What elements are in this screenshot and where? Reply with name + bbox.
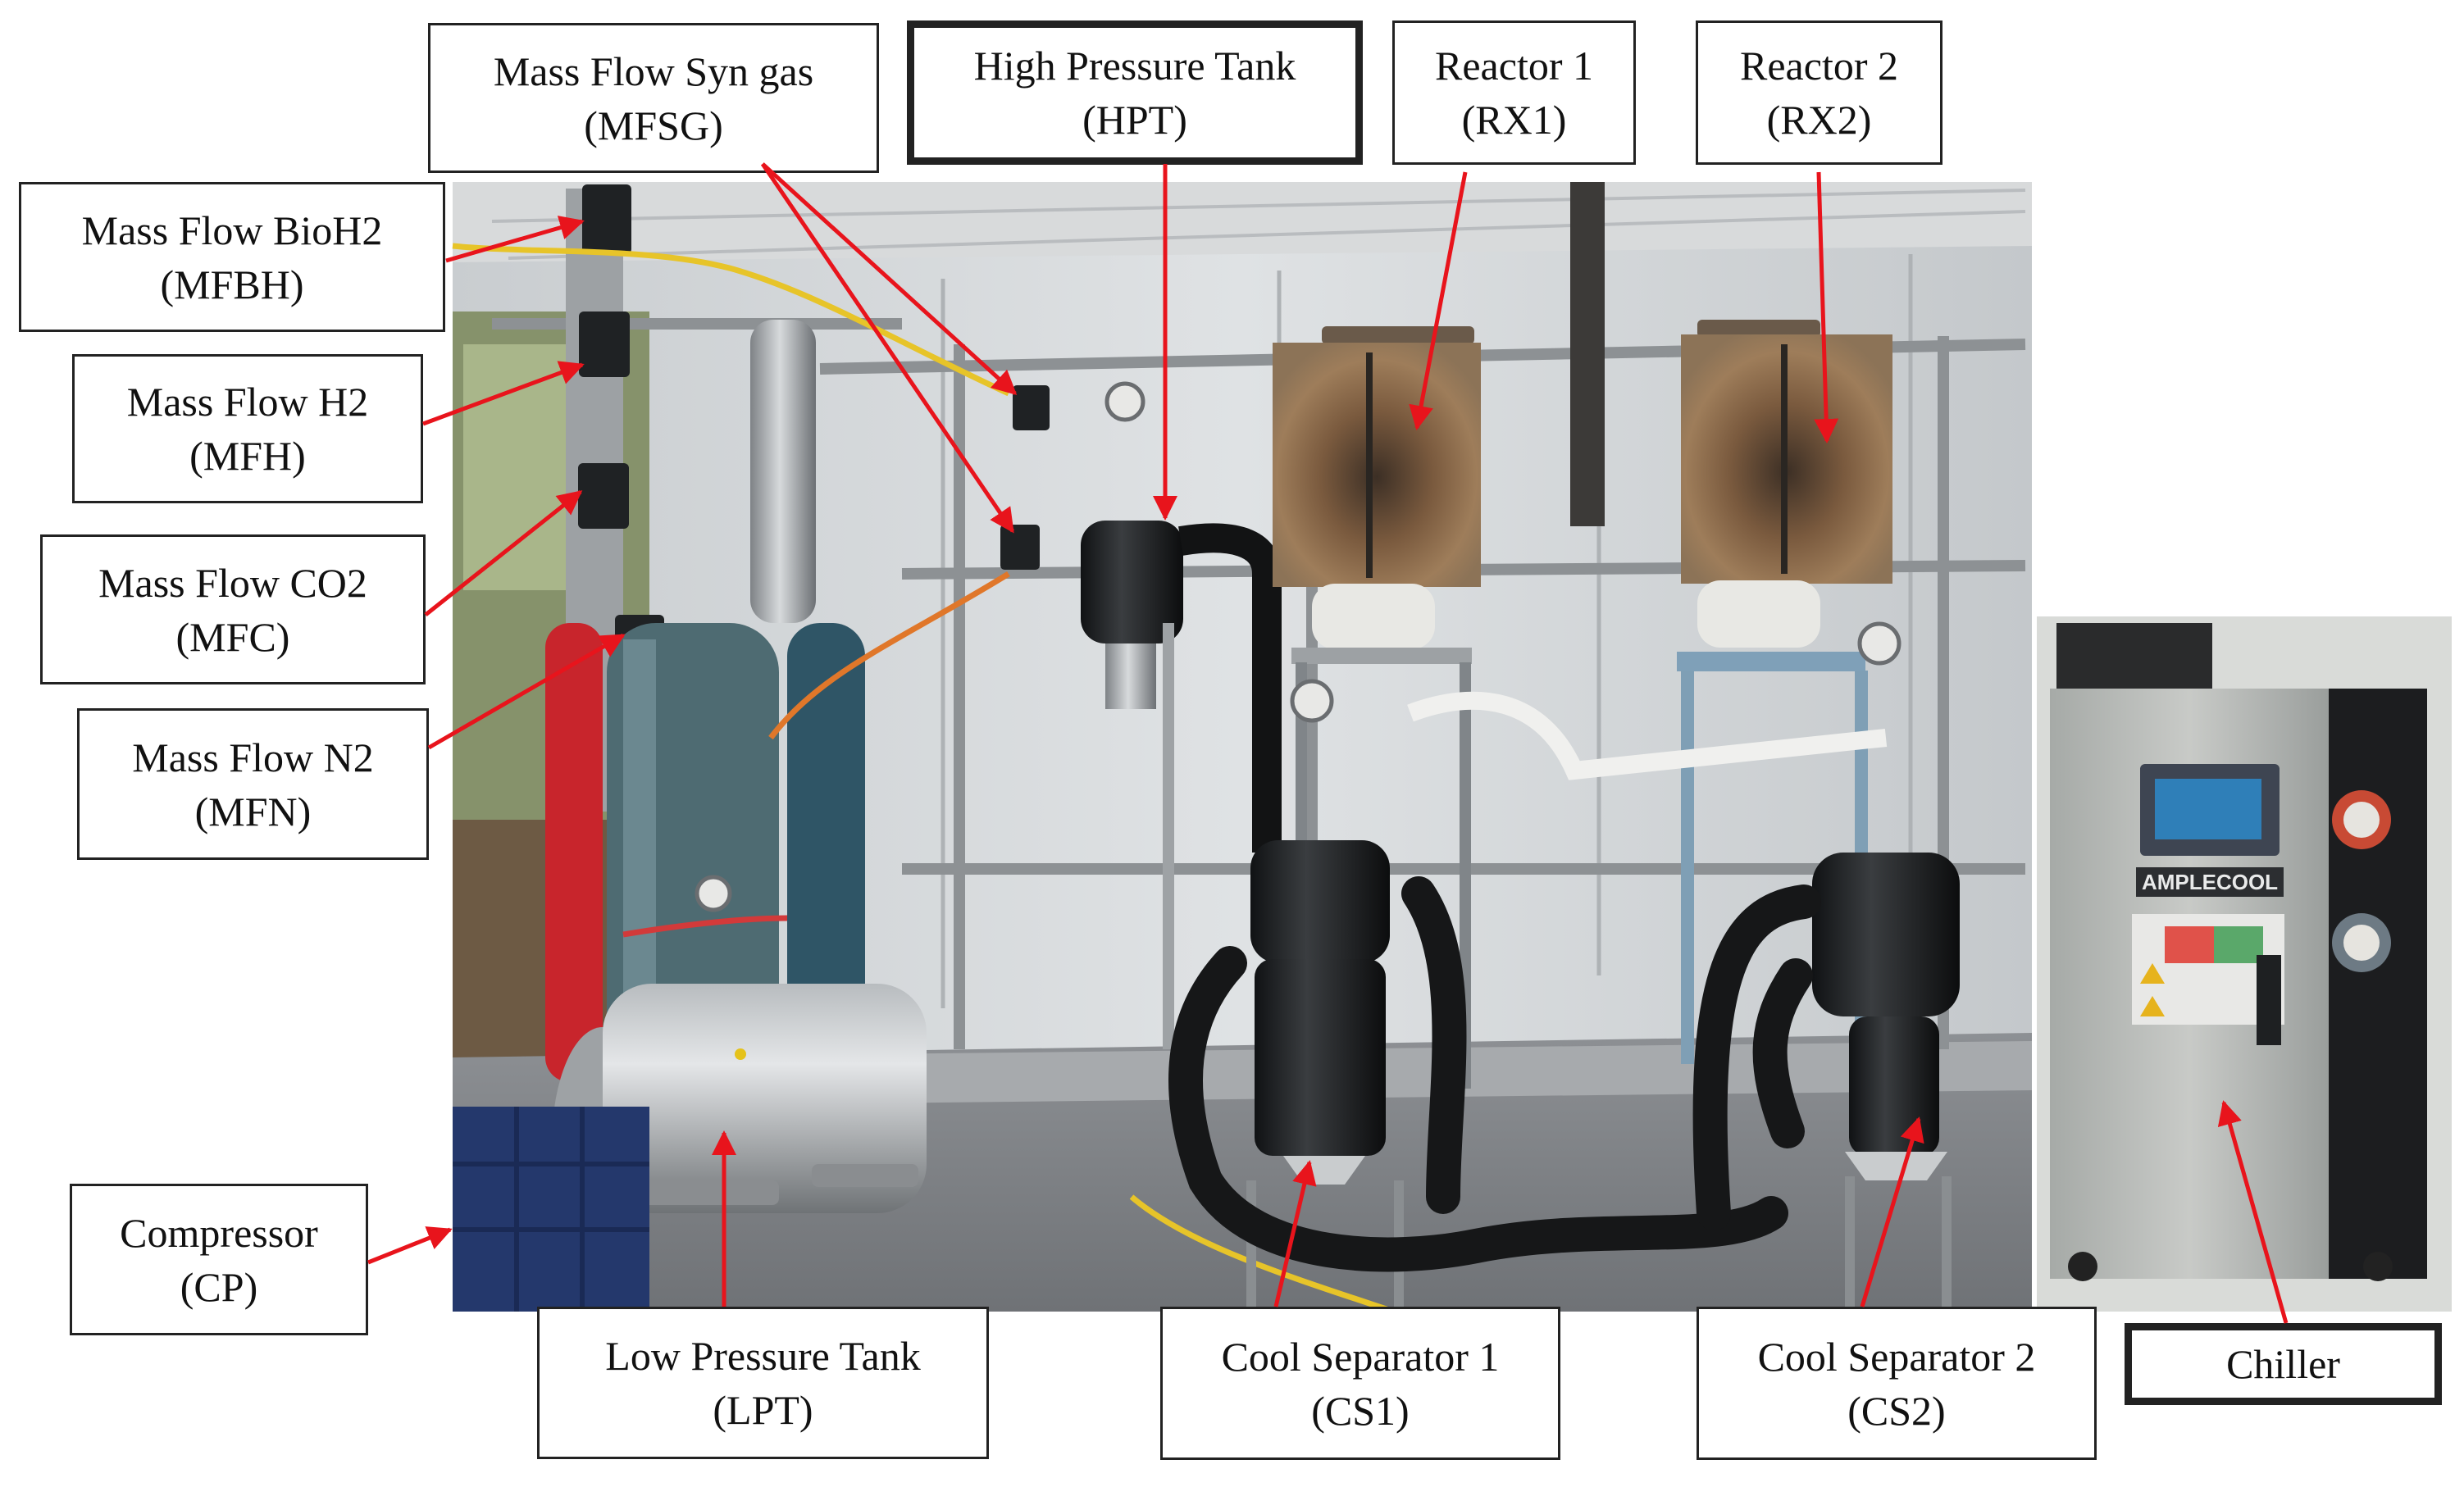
label-rx1-abbr: (RX1)	[1461, 97, 1567, 143]
label-mfc-abbr: (MFC)	[175, 613, 290, 660]
label-rx1: Reactor 1 (RX1)	[1392, 20, 1636, 165]
label-chiller: Chiller	[2125, 1323, 2442, 1405]
label-hpt: High Pressure Tank (HPT)	[907, 20, 1363, 165]
label-cs1: Cool Separator 1 (CS1)	[1160, 1307, 1560, 1460]
label-mfbh: Mass Flow BioH2 (MFBH)	[19, 182, 445, 332]
label-cs2-name: Cool Separator 2	[1757, 1333, 2036, 1380]
label-mfbh-abbr: (MFBH)	[160, 261, 304, 307]
label-rx2-abbr: (RX2)	[1766, 97, 1872, 143]
label-lpt-abbr: (LPT)	[713, 1387, 813, 1433]
label-rx2: Reactor 2 (RX2)	[1696, 20, 1943, 165]
label-mfbh-name: Mass Flow BioH2	[81, 207, 383, 253]
label-mfn-abbr: (MFN)	[194, 788, 312, 834]
label-hpt-name: High Pressure Tank	[973, 43, 1296, 89]
label-lpt: Low Pressure Tank (LPT)	[537, 1307, 989, 1459]
label-hpt-abbr: (HPT)	[1082, 97, 1187, 143]
label-cs2: Cool Separator 2 (CS2)	[1697, 1307, 2097, 1460]
label-cs1-name: Cool Separator 1	[1221, 1333, 1500, 1380]
label-cs1-abbr: (CS1)	[1311, 1387, 1410, 1434]
label-mfsg-name: Mass Flow Syn gas	[493, 48, 814, 94]
label-mfn: Mass Flow N2 (MFN)	[77, 708, 429, 860]
label-cs2-abbr: (CS2)	[1847, 1387, 1946, 1434]
label-mfn-name: Mass Flow N2	[132, 734, 374, 780]
chiller-brand: AMPLECOOL	[2142, 870, 2278, 894]
label-rx1-name: Reactor 1	[1435, 43, 1593, 89]
label-cp: Compressor (CP)	[70, 1184, 368, 1335]
label-mfsg: Mass Flow Syn gas (MFSG)	[428, 23, 879, 173]
label-chiller-name: Chiller	[2226, 1341, 2340, 1387]
label-mfc-name: Mass Flow CO2	[98, 559, 367, 606]
label-mfc: Mass Flow CO2 (MFC)	[40, 534, 426, 684]
label-cp-abbr: (CP)	[180, 1263, 258, 1310]
label-mfh-abbr: (MFH)	[189, 433, 306, 479]
label-mfh-name: Mass Flow H2	[126, 379, 369, 425]
label-cp-name: Compressor	[120, 1209, 318, 1256]
label-mfh: Mass Flow H2 (MFH)	[72, 354, 423, 503]
label-lpt-name: Low Pressure Tank	[605, 1333, 921, 1379]
label-rx2-name: Reactor 2	[1740, 43, 1898, 89]
label-mfsg-abbr: (MFSG)	[584, 102, 723, 148]
